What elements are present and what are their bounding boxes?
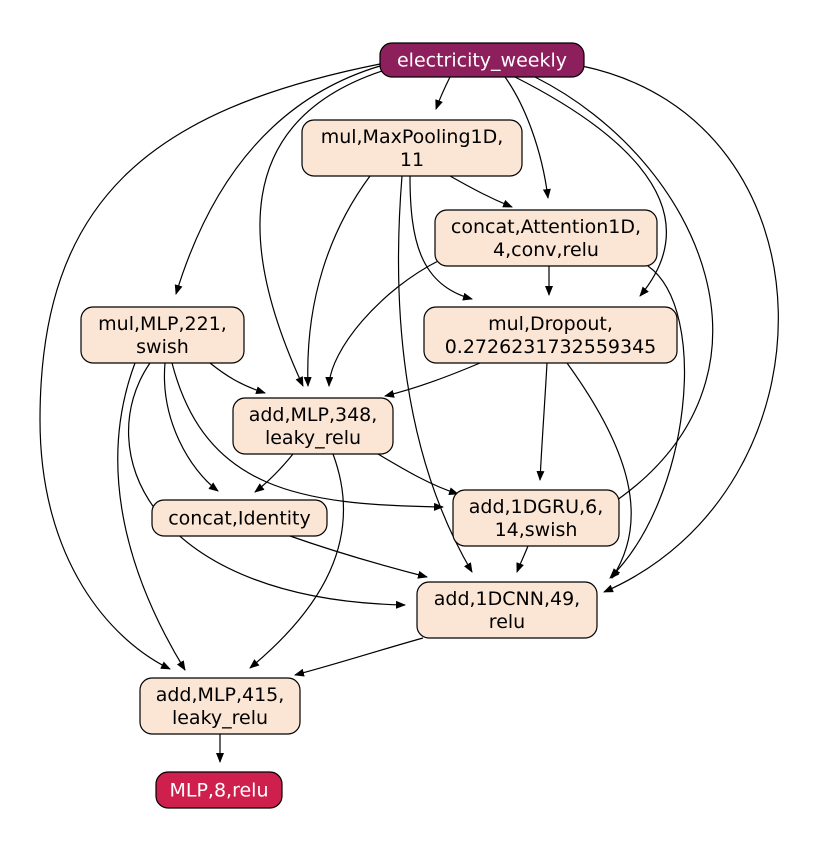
graph-node-n1: mul,MaxPooling1D,11	[301, 119, 523, 177]
node-box	[379, 42, 585, 78]
graph-node-n10: MLP,8,relu	[155, 771, 283, 809]
edge-n4-to-n6	[536, 362, 548, 481]
node-box	[452, 489, 620, 547]
edge-n4-to-n5	[384, 362, 481, 398]
edge-n0-to-n6	[534, 76, 714, 508]
node-box	[80, 306, 245, 364]
edge-n4-to-n8	[566, 362, 632, 579]
edge-n1-to-n4	[409, 175, 473, 301]
edge-n3-to-n7	[163, 362, 219, 492]
graph-node-n9: add,MLP,415,leaky_relu	[139, 677, 301, 735]
node-label: leaky_relu	[265, 427, 361, 449]
graph-node-n5: add,MLP,348,leaky_relu	[232, 397, 394, 455]
node-label: 4,conv,relu	[493, 239, 599, 261]
node-label: 0.2726231732559345	[445, 336, 657, 358]
edge-n1-to-n2	[449, 175, 513, 208]
edge-n0-to-n2	[504, 76, 551, 199]
node-box	[139, 677, 301, 735]
edge-n3-to-n9	[117, 362, 186, 671]
node-label: 11	[400, 149, 424, 171]
node-label: add,1DGRU,6,	[469, 496, 604, 518]
edge-n5-to-n7	[254, 453, 294, 493]
node-label: add,MLP,348,	[249, 404, 378, 426]
graph-node-n4: mul,Dropout,0.2726231732559345	[423, 306, 678, 364]
node-label: swish	[136, 336, 189, 358]
node-label: mul,MaxPooling1D,	[321, 126, 504, 148]
edge-n0-to-n3	[174, 65, 381, 295]
node-box	[151, 499, 328, 537]
edges	[39, 63, 779, 763]
node-box	[434, 209, 658, 267]
graph-node-n6: add,1DGRU,6,14,swish	[452, 489, 620, 547]
node-box	[155, 771, 283, 809]
graph-node-n3: mul,MLP,221,swish	[80, 306, 245, 364]
edge-n0-to-n5	[259, 69, 386, 387]
edge-n2-to-n5	[325, 259, 441, 387]
graph-node-n7: concat,Identity	[151, 499, 328, 537]
edge-n0-to-n4	[514, 76, 667, 297]
edge-n6-to-n8	[516, 545, 529, 573]
node-label: add,1DCNN,49,	[434, 588, 580, 610]
edge-n3-to-n5	[209, 362, 266, 395]
edge-n7-to-n8	[289, 535, 428, 579]
edge-n5-to-n9	[249, 453, 345, 669]
edge-n0-to-n8	[581, 65, 779, 593]
edge-n2-to-n8	[609, 265, 686, 579]
graph-node-n8: add,1DCNN,49,relu	[416, 581, 598, 639]
node-label: leaky_relu	[172, 707, 268, 729]
node-label: electricity_weekly	[397, 50, 567, 72]
node-label: MLP,8,relu	[169, 780, 268, 802]
node-label: concat,Attention1D,	[451, 216, 641, 238]
edge-n0-to-n1	[435, 76, 451, 110]
node-label: mul,Dropout,	[488, 313, 613, 335]
node-box	[423, 306, 678, 364]
node-label: concat,Identity	[168, 508, 311, 530]
edge-n5-to-n6	[377, 453, 459, 496]
edge-n8-to-n9	[294, 637, 424, 677]
node-label: mul,MLP,221,	[98, 313, 227, 335]
node-label: add,MLP,415,	[156, 684, 285, 706]
node-label: 14,swish	[495, 519, 578, 541]
edge-n1-to-n8	[397, 175, 473, 573]
node-box	[416, 581, 598, 639]
graph-node-n0: electricity_weekly	[379, 42, 585, 78]
nodes: electricity_weekly mul,MaxPooling1D,11 con…	[80, 42, 678, 809]
edge-n0-to-n9	[39, 63, 381, 670]
edge-n1-to-n5	[303, 175, 371, 387]
graph-node-n2: concat,Attention1D,4,conv,relu	[434, 209, 658, 267]
node-label: relu	[489, 611, 525, 633]
node-box	[301, 119, 523, 177]
node-box	[232, 397, 394, 455]
